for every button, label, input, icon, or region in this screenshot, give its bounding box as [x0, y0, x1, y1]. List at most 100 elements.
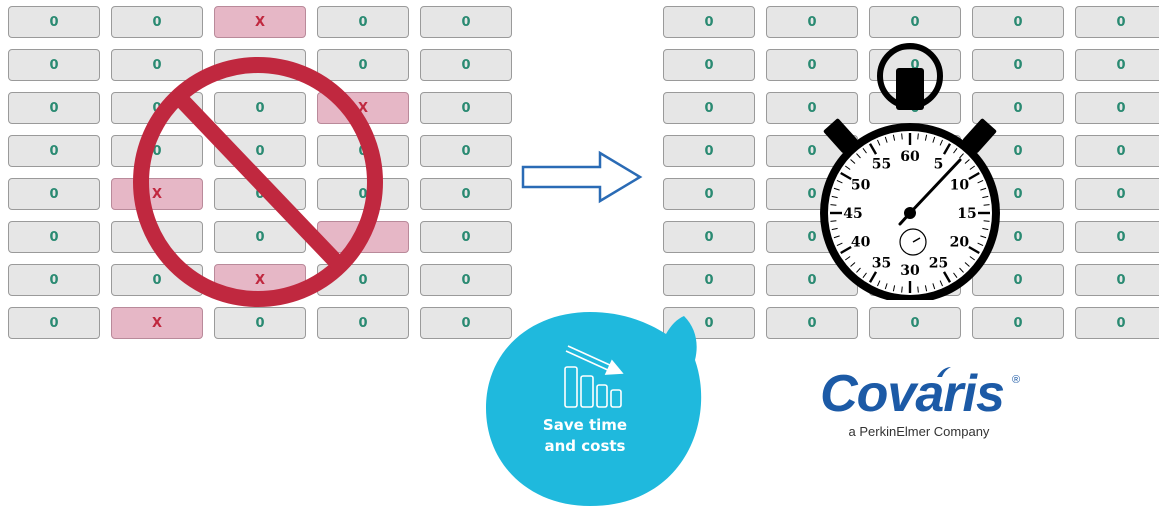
stopwatch-tick — [982, 195, 989, 199]
stopwatch-label: 15 — [957, 206, 976, 222]
stopwatch-tick — [942, 271, 952, 283]
well-cell: 0 — [214, 307, 306, 339]
stopwatch-tick — [836, 180, 843, 184]
well-cell: 0 — [420, 135, 512, 167]
well-cell: 0 — [972, 307, 1064, 339]
well-cell: 0 — [1075, 92, 1159, 124]
stopwatch-tick — [831, 227, 838, 231]
well-cell: 0 — [214, 221, 306, 253]
well-cell: 0 — [1075, 6, 1159, 38]
well-cell: 0 — [972, 92, 1064, 124]
stopwatch-tick — [977, 242, 984, 246]
arrow-right-icon — [521, 150, 643, 204]
stopwatch-tick — [964, 159, 970, 164]
well-cell: 0 — [1075, 307, 1159, 339]
stopwatch-tick — [932, 136, 936, 143]
well-cell: 0 — [111, 6, 203, 38]
well-cell: 0 — [420, 49, 512, 81]
well-cell: 0 — [1075, 135, 1159, 167]
well-cell: 0 — [420, 307, 512, 339]
stopwatch-tick — [977, 180, 984, 184]
well-cell: 0 — [8, 307, 100, 339]
stopwatch-label: 45 — [843, 206, 862, 222]
stopwatch-tick — [877, 280, 881, 287]
well-cell: 0 — [8, 264, 100, 296]
logo-name: Covaris — [820, 365, 1005, 423]
stopwatch-tick — [884, 136, 888, 143]
well-cell: 0 — [663, 6, 755, 38]
stopwatch-tick — [862, 147, 867, 154]
stopwatch-tick — [844, 165, 851, 170]
well-cell: 0 — [972, 264, 1064, 296]
stopwatch-tick — [901, 286, 903, 293]
well-cell-failed: X — [214, 6, 306, 38]
stopwatch-tick — [850, 262, 856, 267]
stopwatch-tick — [968, 171, 980, 181]
stopwatch-tick — [983, 220, 990, 222]
stopwatch-tick — [901, 133, 903, 140]
stopwatch-tick — [868, 143, 878, 155]
stopwatch-label: 25 — [929, 255, 948, 271]
well-cell: 0 — [869, 6, 961, 38]
stopwatch-tick — [980, 187, 987, 191]
well-cell: 0 — [317, 178, 409, 210]
stopwatch-tick — [959, 153, 964, 159]
stopwatch-tick — [953, 272, 958, 279]
stopwatch-tick — [892, 285, 896, 292]
stopwatch-tick — [917, 133, 919, 140]
well-cell: 0 — [663, 92, 755, 124]
stopwatch-tick — [980, 235, 987, 239]
stopwatch-tick — [830, 220, 837, 222]
stopwatch-tick — [939, 280, 943, 287]
well-cell: 0 — [766, 307, 858, 339]
stopwatch-tick — [924, 134, 928, 141]
stopwatch-label: 10 — [950, 178, 970, 194]
stopwatch-tick — [932, 283, 936, 290]
well-cell-failed: X — [111, 178, 203, 210]
well-cell: 0 — [766, 49, 858, 81]
stopwatch-tick — [830, 204, 837, 206]
well-cell: 0 — [1075, 49, 1159, 81]
well-cell: 0 — [663, 264, 755, 296]
stopwatch-tick — [917, 286, 919, 293]
stopwatch-tick — [964, 262, 970, 267]
save-badge — [486, 312, 702, 506]
stopwatch-label: 30 — [900, 263, 920, 279]
well-cell: 0 — [8, 92, 100, 124]
prohibition-icon — [133, 57, 383, 307]
well-cell: 0 — [972, 49, 1064, 81]
stopwatch-tick — [969, 256, 976, 261]
well-cell: 0 — [420, 264, 512, 296]
logo-tagline: a PerkinElmer Company — [848, 424, 990, 439]
stopwatch-label: 20 — [950, 235, 970, 251]
stopwatch-tick — [953, 147, 958, 154]
stopwatch-tick — [868, 271, 878, 283]
well-cell: 0 — [8, 49, 100, 81]
stopwatch-tick — [836, 242, 843, 246]
well-cell: 0 — [1075, 264, 1159, 296]
stopwatch-tick — [959, 267, 964, 273]
well-cell: 0 — [869, 307, 961, 339]
well-cell: 0 — [214, 92, 306, 124]
well-cell: 0 — [972, 6, 1064, 38]
stopwatch-tick — [840, 171, 852, 181]
well-cell: 0 — [663, 49, 755, 81]
badge-line-1: Save time — [542, 416, 628, 434]
stopwatch-label: 5 — [934, 157, 944, 173]
stopwatch-label: 35 — [872, 255, 891, 271]
well-cell: 0 — [8, 178, 100, 210]
stopwatch-label: 50 — [851, 178, 871, 194]
stopwatch-tick — [939, 139, 943, 146]
well-cell: 0 — [766, 92, 858, 124]
stopwatch-tick — [884, 283, 888, 290]
badge-text: Save time and costs — [510, 415, 660, 457]
well-cell: 0 — [1075, 221, 1159, 253]
well-cell: 0 — [420, 6, 512, 38]
well-cell: 0 — [8, 135, 100, 167]
badge-line-2: and costs — [544, 437, 626, 455]
stopwatch-tick — [969, 165, 976, 170]
well-cell: 0 — [111, 49, 203, 81]
stopwatch-tick — [833, 187, 840, 191]
stopwatch-tick — [924, 285, 928, 292]
